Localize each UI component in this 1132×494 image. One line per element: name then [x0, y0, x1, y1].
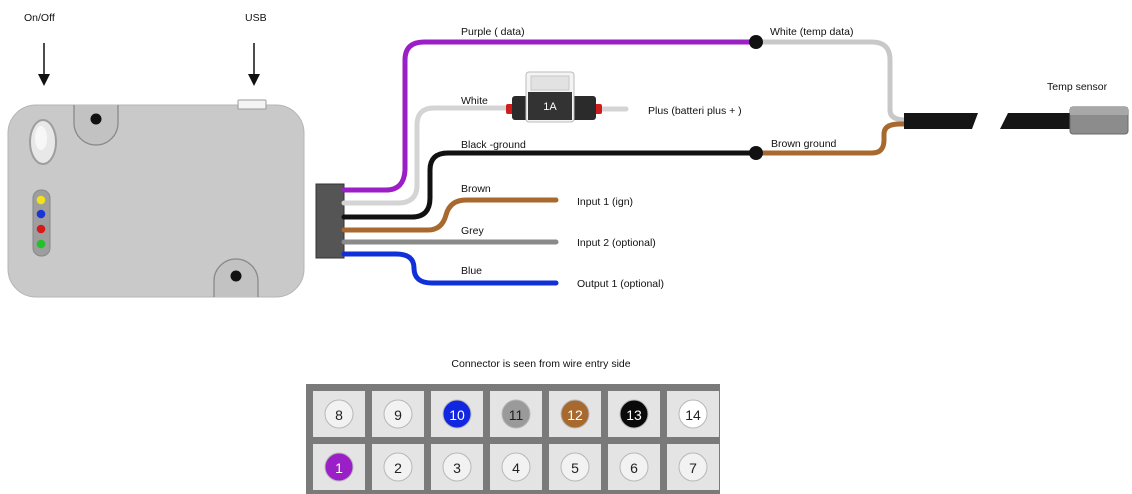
connector-pin-10: 10: [431, 391, 483, 437]
pin-dot: [560, 452, 590, 482]
input2-label: Input 2 (optional): [577, 237, 656, 249]
purple-wire-label: Purple ( data): [461, 26, 525, 38]
wire-brown-ground: [753, 121, 909, 156]
screw-bottom: [213, 258, 259, 297]
brown-wire-label: Brown: [461, 183, 491, 195]
wire-white: [341, 105, 517, 206]
white-wire-label: White: [461, 95, 488, 107]
on-off-arrow-icon: [38, 43, 50, 86]
output1-label: Output 1 (optional): [577, 278, 664, 290]
junction-data: [749, 35, 763, 49]
pin-number: 1: [335, 460, 343, 476]
temp-sensor-cable: [904, 106, 1129, 135]
led-green: [36, 239, 46, 249]
pin-number: 10: [449, 407, 465, 423]
black-wire-label: Black -ground: [461, 139, 526, 151]
connector-pin-4: 4: [490, 444, 542, 490]
wire-blue: [341, 251, 559, 286]
pin-dot: [678, 399, 708, 429]
temp-sensor-label: Temp sensor: [1047, 81, 1108, 93]
status-leds: [32, 189, 51, 257]
input1-label: Input 1 (ign): [577, 196, 633, 208]
connector-pin-5: 5: [549, 444, 601, 490]
connector-pin-6: 6: [608, 444, 660, 490]
screw-top: [73, 105, 119, 146]
pin-number: 12: [567, 407, 583, 423]
pin-number: 4: [512, 460, 520, 476]
led-yellow: [36, 195, 46, 205]
usb-label: USB: [245, 12, 267, 24]
pin-row-top: 8 9 10 11 12 13 14: [313, 391, 719, 437]
connector-pin-11: 11: [490, 391, 542, 437]
pin-dot: [501, 399, 531, 429]
connector-pin-2: 2: [372, 444, 424, 490]
pin-number: 9: [394, 407, 402, 423]
white-temp-label: White (temp data): [770, 26, 853, 38]
brown-ground-label: Brown ground: [771, 138, 837, 150]
plus-label: Plus (batteri plus + ): [648, 105, 742, 117]
wire-brown: [341, 197, 559, 233]
pin-number: 13: [626, 407, 642, 423]
connector-pin-7: 7: [667, 444, 719, 490]
device-connector: [315, 183, 345, 259]
connector-pin-12: 12: [549, 391, 601, 437]
wire-purple: [341, 39, 759, 193]
pin-dot: [619, 452, 649, 482]
pin-dot: [678, 452, 708, 482]
grey-wire-label: Grey: [461, 225, 485, 237]
on-off-label: On/Off: [24, 12, 55, 24]
fuse-rating-label: 1A: [543, 101, 557, 113]
led-red: [36, 224, 46, 234]
wire-black: [341, 150, 759, 220]
pin-number: 7: [689, 460, 697, 476]
connector-pin-14: 14: [667, 391, 719, 437]
pin-dot: [442, 399, 472, 429]
connector-pin-13: 13: [608, 391, 660, 437]
pin-number: 6: [630, 460, 638, 476]
usb-port: [237, 99, 267, 110]
pin-number: 2: [394, 460, 402, 476]
pin-dot: [501, 452, 531, 482]
pin-dot: [383, 399, 413, 429]
wire-white-temp: [753, 39, 909, 123]
led-blue: [36, 209, 46, 219]
pin-row-bottom: 1 2 3 4 5 6 7: [313, 444, 719, 490]
pin-number: 5: [571, 460, 579, 476]
pin-dot: [324, 452, 354, 482]
connector-caption: Connector is seen from wire entry side: [451, 358, 630, 370]
connector-pin-8: 8: [313, 391, 365, 437]
pin-number: 8: [335, 407, 343, 423]
fuse-holder: 1A: [506, 71, 602, 123]
connector-pin-9: 9: [372, 391, 424, 437]
pin-dot: [383, 452, 413, 482]
usb-arrow-icon: [248, 43, 260, 86]
pin-dot: [324, 399, 354, 429]
tracker-device: [7, 99, 305, 298]
pin-dot: [619, 399, 649, 429]
pin-dot: [560, 399, 590, 429]
connector-pin-1: 1: [313, 444, 365, 490]
pin-number: 3: [453, 460, 461, 476]
junction-ground: [749, 146, 763, 160]
pin-number: 11: [509, 407, 524, 423]
pin-number: 14: [685, 407, 701, 423]
connector-pin-3: 3: [431, 444, 483, 490]
pin-dot: [442, 452, 472, 482]
blue-wire-label: Blue: [461, 265, 482, 277]
